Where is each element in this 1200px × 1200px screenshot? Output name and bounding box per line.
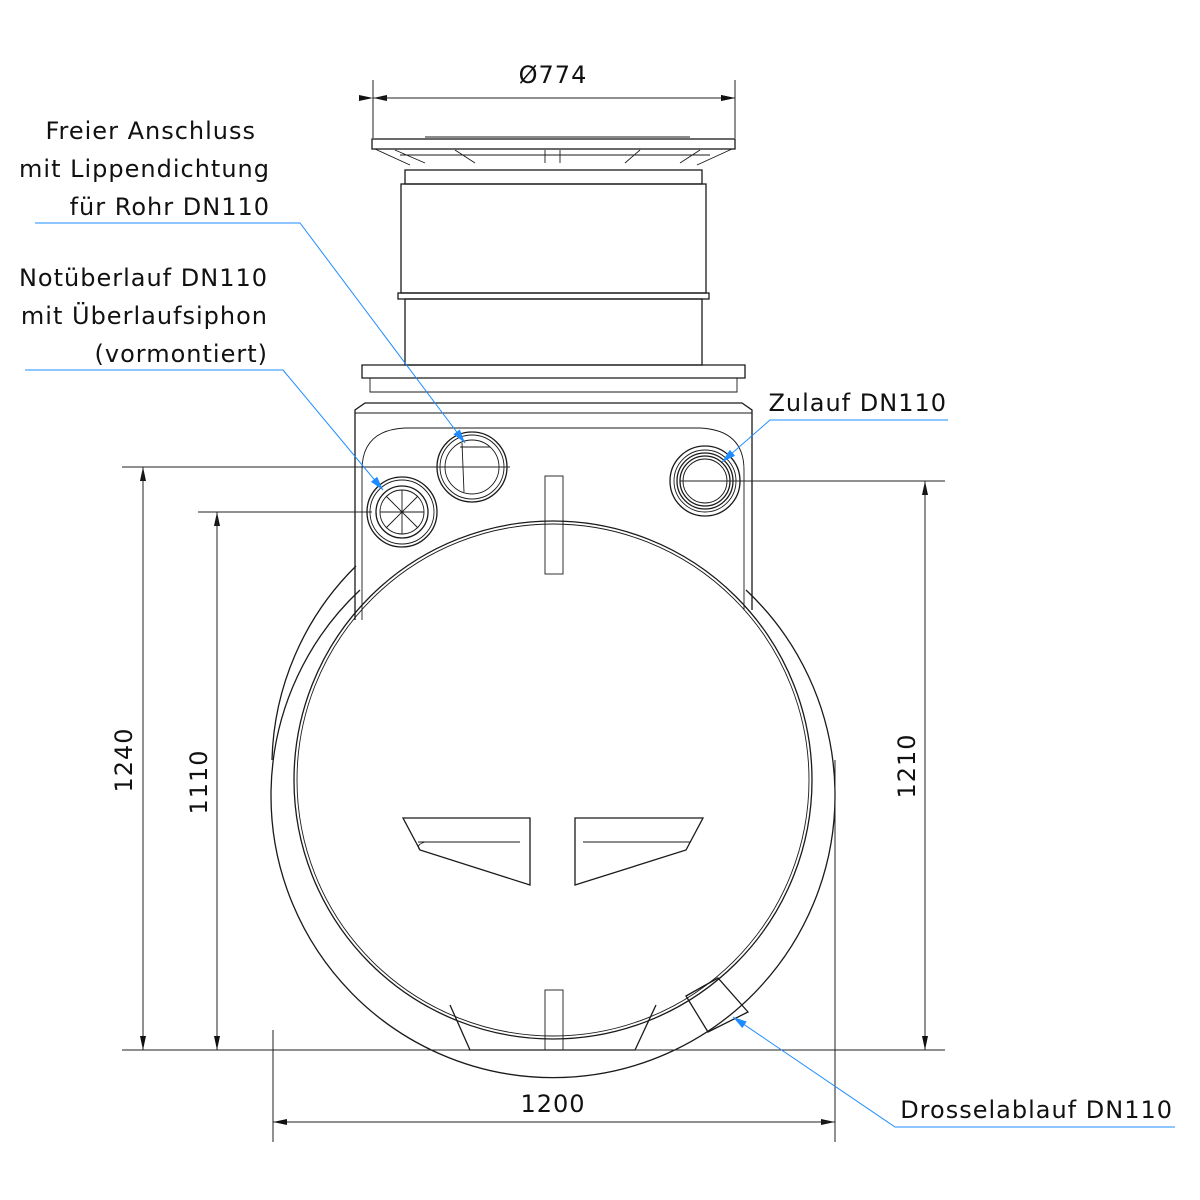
dimensions [122,80,945,1142]
dim-top-diameter: Ø774 [519,61,588,89]
dim-height-overflow: 1110 [185,749,213,814]
label-emergency-overflow: Notüberlauf DN110 mit Überlaufsiphon (vo… [19,264,268,368]
port-emergency-overflow [366,476,438,548]
label-inlet: Zulauf DN110 [768,389,947,417]
svg-text:(vormontiert): (vormontiert) [95,340,268,368]
leader-lines [25,222,1175,1128]
dim-width: 1200 [520,1090,585,1118]
svg-text:Freier Anschluss: Freier Anschluss [45,117,256,145]
label-free-connection: Freier Anschluss mit Lippendichtung für … [19,117,270,221]
label-throttle-outlet: Drosselablauf DN110 [900,1096,1173,1124]
dim-height-total: 1240 [110,727,138,792]
svg-text:mit Lippendichtung: mit Lippendichtung [19,155,270,183]
svg-text:Notüberlauf DN110: Notüberlauf DN110 [19,264,268,292]
svg-text:mit Überlaufsiphon: mit Überlaufsiphon [21,301,268,330]
svg-text:für Rohr DN110: für Rohr DN110 [70,193,270,221]
dim-height-inlet: 1210 [893,733,921,798]
tank-body [270,136,836,1079]
